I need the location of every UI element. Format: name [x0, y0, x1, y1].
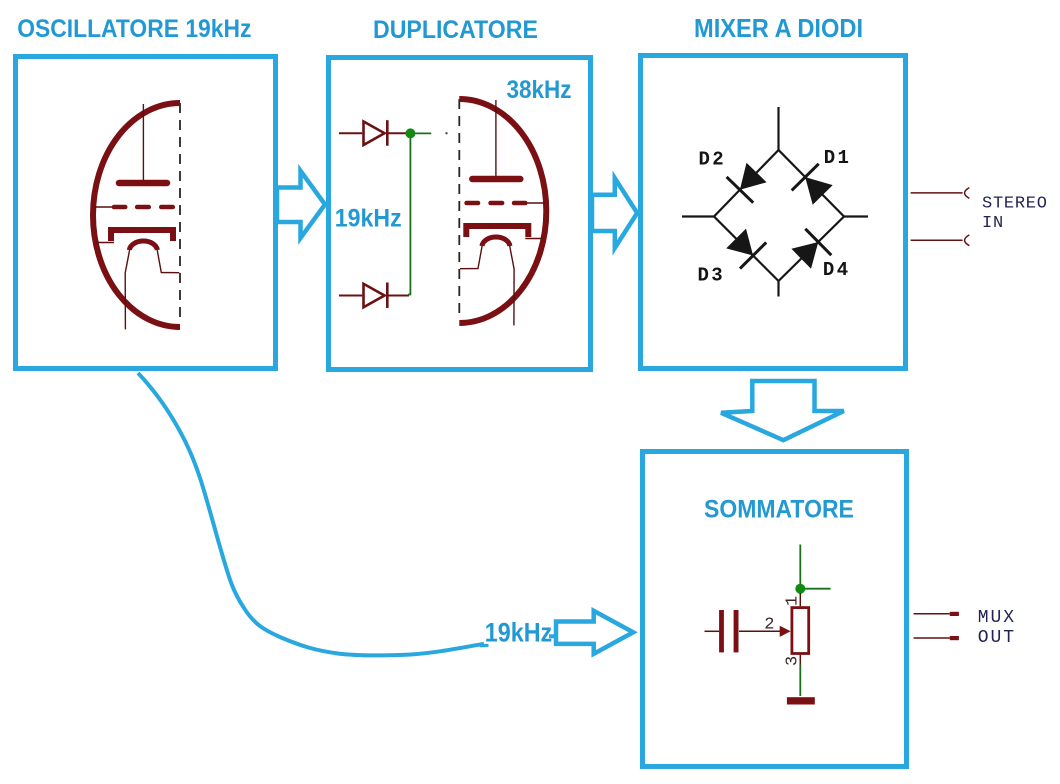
- svg-text:19kHz: 19kHz: [485, 618, 552, 648]
- svg-text:D2: D2: [699, 149, 727, 171]
- svg-text:D1: D1: [824, 147, 852, 169]
- svg-text:DUPLICATORE: DUPLICATORE: [373, 16, 538, 44]
- svg-text:D4: D4: [823, 259, 851, 281]
- svg-text:MIXER A DIODI: MIXER A DIODI: [694, 15, 863, 43]
- svg-text:2: 2: [764, 616, 774, 635]
- svg-text:OUT: OUT: [978, 628, 1016, 648]
- svg-text:38kHz: 38kHz: [507, 76, 572, 104]
- svg-text:19kHz: 19kHz: [335, 204, 402, 232]
- svg-text:D3: D3: [698, 265, 726, 287]
- svg-text:3: 3: [784, 656, 803, 666]
- svg-text:STEREO: STEREO: [982, 195, 1048, 214]
- svg-text:OSCILLATORE 19kHz: OSCILLATORE 19kHz: [17, 15, 251, 43]
- svg-text:SOMMATORE: SOMMATORE: [704, 496, 854, 524]
- svg-text:1: 1: [784, 596, 803, 606]
- svg-text:IN: IN: [982, 214, 1004, 233]
- svg-text:MUX: MUX: [978, 608, 1016, 628]
